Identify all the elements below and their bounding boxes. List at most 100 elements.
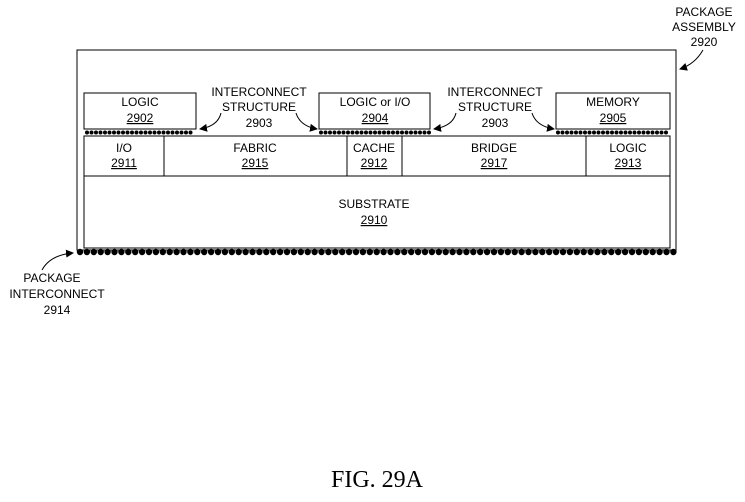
micro-bump (400, 130, 404, 135)
solder-ball (83, 248, 91, 256)
micro-bump (337, 130, 341, 135)
solder-ball (201, 248, 208, 256)
micro-bump (578, 130, 583, 135)
solder-ball (435, 248, 442, 256)
bridge-block-ref: 2917 (481, 156, 508, 170)
solder-ball (470, 248, 477, 256)
micro-bump (413, 130, 418, 135)
micro-bump (103, 130, 107, 135)
logic-block-label: LOGIC (609, 141, 647, 155)
solder-ball (276, 248, 284, 256)
logic-die-label: LOGIC (121, 95, 159, 109)
solder-ball (497, 248, 505, 256)
solder-ball (145, 248, 153, 256)
solder-ball (649, 248, 656, 256)
solder-ball (249, 248, 256, 256)
micro-bump (614, 130, 619, 135)
io-block-ref: 2911 (111, 156, 137, 170)
micro-bump (623, 130, 628, 135)
fabric-block-label: FABRIC (233, 141, 277, 155)
interconnect-bumps-left (85, 130, 193, 135)
micro-bump (184, 130, 188, 135)
solder-ball (297, 248, 304, 256)
micro-bump (350, 130, 355, 135)
micro-bump (619, 130, 623, 135)
package-interconnect-label-line2: INTERCONNECT (9, 287, 105, 301)
micro-bump (641, 130, 646, 135)
interconnect-structure-left-line1: INTERCONNECT (211, 85, 307, 99)
interconnect-structure-left-ref: 2903 (246, 116, 273, 130)
interconnect-structure-right-arrow-b (531, 112, 555, 132)
solder-ball (256, 248, 263, 256)
solder-ball (283, 248, 291, 256)
micro-bump (148, 130, 152, 135)
solder-ball (628, 248, 636, 256)
micro-bump (650, 130, 655, 135)
micro-bump (139, 130, 143, 135)
micro-bump (328, 130, 332, 135)
solder-ball (194, 248, 201, 256)
cache-block-ref: 2912 (361, 156, 388, 170)
micro-bump (409, 130, 413, 135)
micro-bump (98, 130, 103, 135)
solder-ball (228, 248, 235, 256)
interconnect-structure-right-arrow-a (433, 112, 457, 132)
interconnect-structure-right-ref: 2903 (482, 116, 509, 130)
fabric-block-ref: 2915 (242, 156, 269, 170)
solder-ball (97, 248, 104, 256)
solder-ball (159, 248, 166, 256)
solder-ball (594, 248, 601, 256)
micro-bump (610, 130, 614, 135)
solder-ball (270, 248, 277, 256)
solder-ball (663, 248, 670, 256)
micro-bump (143, 130, 148, 135)
package-interconnect-leader (41, 249, 74, 271)
micro-bump (404, 130, 409, 135)
micro-bump (646, 130, 650, 135)
solder-ball (642, 248, 649, 256)
micro-bump (655, 130, 659, 135)
cache-block-label: CACHE (353, 141, 395, 155)
micro-bump (125, 130, 130, 135)
micro-bump (341, 130, 346, 135)
package-assembly-ref: 2920 (691, 35, 718, 49)
micro-bump (152, 130, 157, 135)
micro-bump (382, 130, 386, 135)
micro-bump (556, 130, 560, 135)
solder-ball (104, 248, 111, 256)
interconnect-structure-right-line2: STRUCTURE (458, 100, 532, 114)
micro-bump (85, 130, 89, 135)
micro-bump (161, 130, 166, 135)
micro-bump (323, 130, 328, 135)
solder-ball (566, 248, 574, 256)
micro-bump (346, 130, 350, 135)
solder-ball (449, 248, 456, 256)
solder-ball (525, 248, 532, 256)
solder-ball (304, 248, 311, 256)
logic-block-ref: 2913 (615, 156, 642, 170)
solder-ball (421, 248, 429, 256)
micro-bump (157, 130, 161, 135)
solder-ball (546, 248, 553, 256)
micro-bump (175, 130, 179, 135)
solder-ball (601, 248, 608, 256)
solder-ball (587, 248, 594, 256)
interconnect-structure-right-line1: INTERCONNECT (447, 85, 543, 99)
logic-or-io-die-label: LOGIC or I/O (340, 95, 411, 109)
substrate-ref: 2910 (361, 213, 388, 227)
micro-bump (94, 130, 98, 135)
solder-ball (414, 248, 422, 256)
memory-die-ref: 2905 (600, 111, 627, 125)
package-interconnect-balls (76, 248, 677, 256)
micro-bump (560, 130, 565, 135)
solder-ball (504, 248, 511, 256)
solder-ball (132, 248, 139, 256)
micro-bump (359, 130, 364, 135)
solder-ball (401, 248, 408, 256)
micro-bump (565, 130, 569, 135)
micro-bump (601, 130, 605, 135)
micro-bump (130, 130, 134, 135)
solder-ball (125, 248, 132, 256)
solder-ball (263, 248, 270, 256)
solder-ball (359, 248, 367, 256)
